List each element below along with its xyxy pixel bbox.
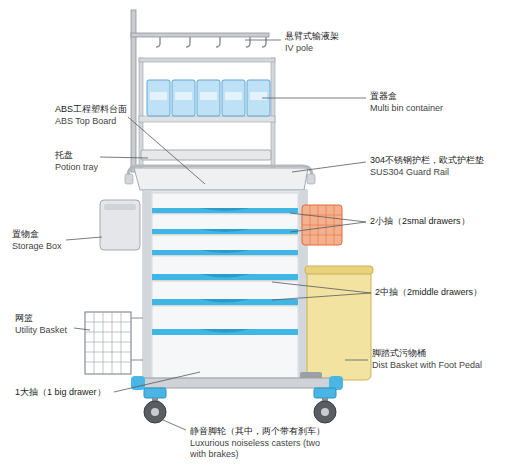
part-label-cn: 置器盒 (370, 91, 397, 102)
leader-line (114, 372, 200, 392)
part-label-en: SUS304 Guard Rail (370, 167, 449, 178)
multi-bin (150, 92, 167, 100)
bin-frame (139, 58, 275, 62)
multi-bin (175, 92, 192, 100)
part-label-en: Dist Basket with Foot Pedal (372, 360, 482, 371)
multi-bin (225, 92, 242, 100)
potion-tray (141, 150, 271, 160)
drawer (152, 193, 298, 378)
leader-line (290, 213, 366, 232)
leader-line (128, 117, 205, 184)
multi-bin (147, 80, 170, 116)
multi-bin (200, 92, 217, 100)
leader-line (66, 237, 102, 240)
top-board (307, 174, 315, 184)
part-label-en: ABS Top Board (55, 116, 116, 127)
part-label-en: Storage Box (12, 241, 62, 252)
top-board (125, 174, 133, 184)
cart-body (143, 190, 307, 380)
iv-pole (131, 33, 269, 37)
leader-line (100, 157, 148, 158)
caster (144, 401, 166, 423)
leader-line (292, 162, 366, 172)
iv-pole (156, 37, 266, 47)
multi-bin (222, 80, 245, 116)
dust-bin (305, 266, 373, 274)
top-board (125, 166, 315, 190)
dust-bin (300, 266, 373, 380)
side-basket (302, 205, 342, 245)
leader-line (262, 98, 366, 99)
cart-body (143, 190, 151, 380)
part-label-en: IV pole (285, 43, 313, 54)
part-label-cn: 托盘 (55, 150, 73, 161)
drawer (152, 306, 298, 378)
drawer (200, 208, 250, 333)
storage-box (100, 200, 140, 250)
part-label-en: Potion tray (55, 162, 98, 173)
iv-pole (131, 10, 269, 172)
multi-bin (172, 80, 195, 116)
part-label-cn: 置物盒 (12, 229, 39, 240)
part-label-cn: 脚踏式污物桶 (372, 348, 426, 359)
caster (144, 388, 166, 398)
top-board (134, 168, 308, 190)
caster (321, 408, 329, 416)
utility-basket (85, 312, 131, 374)
part-label-en: Luxurious noiseless casters (two with br… (190, 438, 330, 460)
leader-line (345, 360, 368, 361)
multi-bin (197, 80, 220, 116)
drawer (152, 208, 298, 335)
leader-line (74, 328, 90, 330)
part-label-cn: 1大抽（1 big drawer） (15, 387, 106, 398)
cart-body (143, 190, 307, 380)
bin-frame (139, 58, 275, 170)
part-label-cn: 2中抽（2middle drawers） (375, 287, 482, 298)
potion-tray (141, 150, 271, 160)
utility-basket (85, 312, 143, 374)
part-label-en: Multi bin container (370, 103, 443, 114)
leader-line (66, 40, 371, 430)
dust-bin (307, 268, 371, 380)
multi-bin (147, 80, 270, 116)
side-basket (302, 205, 342, 245)
part-label-cn: 304不锈钢护栏，欧式护栏垫 (370, 155, 484, 166)
caster (314, 388, 336, 398)
storage-box (100, 200, 140, 250)
bin-frame (139, 116, 275, 122)
top-board (128, 166, 312, 176)
utility-basket (131, 318, 143, 360)
utility-basket (85, 312, 131, 374)
leader-line (272, 282, 371, 300)
leader-line (163, 420, 186, 430)
bin-frame (271, 58, 275, 170)
part-label-en: Utility Basket (15, 325, 67, 336)
multi-bin (250, 92, 267, 100)
part-label-cn: ABS工程塑料台面 (55, 104, 127, 115)
part-label-cn: 悬臂式输液架 (285, 31, 339, 42)
part-label-cn: 2小抽（2smal drawers） (370, 216, 470, 227)
part-label-cn: 静音脚轮（其中，两个带有刹车） (190, 426, 325, 437)
storage-box (104, 204, 136, 210)
part-label-cn: 网篮 (15, 313, 33, 324)
side-basket (302, 205, 342, 245)
caster (144, 388, 336, 423)
cart-base (135, 378, 339, 388)
caster (314, 401, 336, 423)
leader-line (245, 40, 281, 41)
caster (151, 408, 159, 416)
